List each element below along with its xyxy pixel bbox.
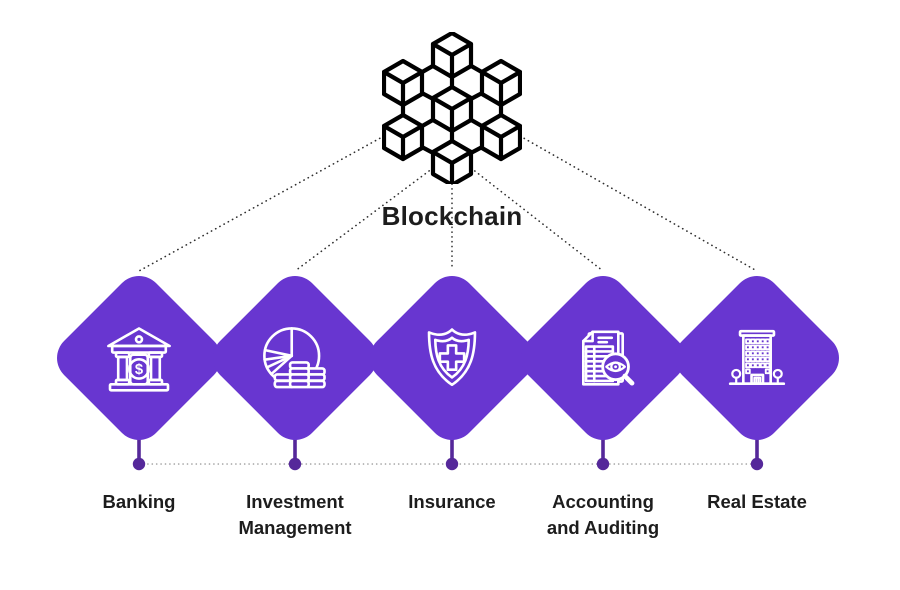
node-accounting-and-auditing xyxy=(511,266,695,450)
office-building-icon xyxy=(692,293,822,423)
node-banking: $ xyxy=(47,266,231,450)
diagram-title: Blockchain xyxy=(381,201,523,231)
dotted-link-banking xyxy=(138,135,385,272)
node-dots xyxy=(132,457,764,471)
node-insurance xyxy=(360,266,544,450)
dollar-sign: $ xyxy=(135,362,143,378)
blockchain-network-icon xyxy=(382,32,522,184)
node-label-accounting-and-auditing: Accounting and Auditing xyxy=(546,491,660,538)
node-real-estate xyxy=(665,266,849,450)
shield-cross-icon xyxy=(387,293,517,423)
node-label-investment-management: Investment Management xyxy=(238,491,352,538)
node-label-insurance: Insurance xyxy=(408,491,496,512)
bank-icon: $ xyxy=(74,293,204,423)
pie-chart-coins-icon xyxy=(230,293,360,423)
dotted-link-real-estate xyxy=(519,135,758,272)
node-label-real-estate: Real Estate xyxy=(707,491,807,512)
node-investment-management xyxy=(203,266,387,450)
document-magnifier-eye-icon xyxy=(538,293,668,423)
node-label-banking: Banking xyxy=(102,491,176,512)
